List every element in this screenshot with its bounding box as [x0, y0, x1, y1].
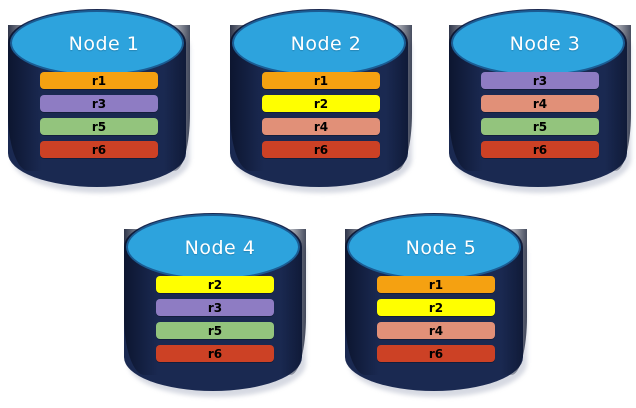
node-1[interactable]: Node 1 r1 r3 r5 r6 — [8, 9, 190, 193]
replica-bar-r3[interactable]: r3 — [156, 299, 274, 316]
replica-bar-r1[interactable]: r1 — [377, 276, 495, 293]
replica-bar-r4[interactable]: r4 — [262, 118, 380, 135]
node-title: Node 3 — [509, 33, 581, 55]
node-top-ellipse: Node 5 — [347, 214, 521, 280]
node-title: Node 5 — [405, 237, 477, 259]
replica-bar-r6[interactable]: r6 — [40, 141, 158, 158]
node-title: Node 2 — [290, 33, 362, 55]
node-5[interactable]: Node 5 r1 r2 r4 r6 — [345, 213, 527, 397]
replica-bar-r6[interactable]: r6 — [262, 141, 380, 158]
node-top-ellipse: Node 3 — [451, 10, 625, 76]
replica-bar-r3[interactable]: r3 — [40, 95, 158, 112]
replica-bar-r1[interactable]: r1 — [40, 72, 158, 89]
node-4[interactable]: Node 4 r2 r3 r5 r6 — [124, 213, 306, 397]
replica-bar-r2[interactable]: r2 — [262, 95, 380, 112]
replica-bar-r2[interactable]: r2 — [377, 299, 495, 316]
replica-list: r1 r2 r4 r6 — [262, 72, 380, 158]
replica-list: r1 r3 r5 r6 — [40, 72, 158, 158]
replica-list: r1 r2 r4 r6 — [377, 276, 495, 362]
replica-bar-r6[interactable]: r6 — [481, 141, 599, 158]
node-top-ellipse: Node 2 — [232, 10, 406, 76]
replica-bar-r1[interactable]: r1 — [262, 72, 380, 89]
replica-bar-r5[interactable]: r5 — [40, 118, 158, 135]
replica-list: r2 r3 r5 r6 — [156, 276, 274, 362]
node-title: Node 1 — [68, 33, 140, 55]
node-2[interactable]: Node 2 r1 r2 r4 r6 — [230, 9, 412, 193]
replica-bar-r2[interactable]: r2 — [156, 276, 274, 293]
replica-bar-r5[interactable]: r5 — [481, 118, 599, 135]
replica-bar-r6[interactable]: r6 — [156, 345, 274, 362]
node-top-ellipse: Node 1 — [10, 10, 184, 76]
node-3[interactable]: Node 3 r3 r4 r5 r6 — [449, 9, 631, 193]
replica-bar-r4[interactable]: r4 — [481, 95, 599, 112]
replica-bar-r4[interactable]: r4 — [377, 322, 495, 339]
replica-bar-r6[interactable]: r6 — [377, 345, 495, 362]
node-top-ellipse: Node 4 — [126, 214, 300, 280]
replica-list: r3 r4 r5 r6 — [481, 72, 599, 158]
replica-bar-r3[interactable]: r3 — [481, 72, 599, 89]
node-title: Node 4 — [184, 237, 256, 259]
replica-bar-r5[interactable]: r5 — [156, 322, 274, 339]
